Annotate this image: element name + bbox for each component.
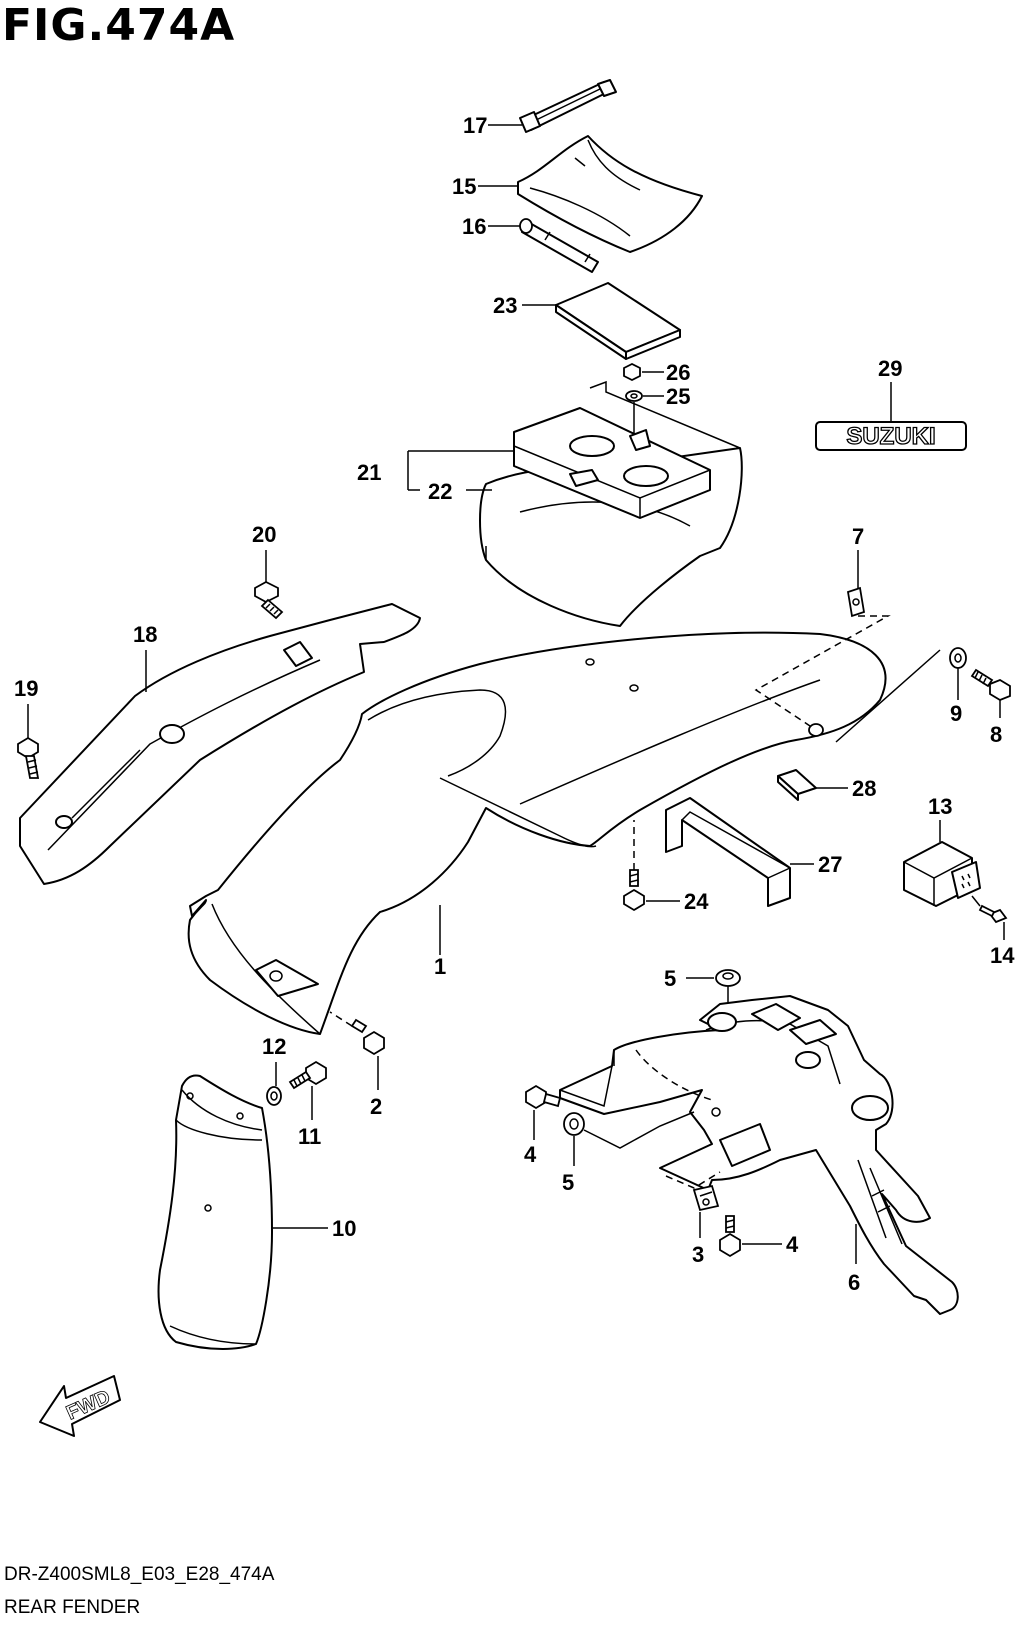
part-10-mud-flap[interactable] xyxy=(157,1074,273,1350)
caption: REAR FENDER xyxy=(4,1597,140,1618)
part-17-strap[interactable] xyxy=(519,79,617,133)
callout-1: 1 xyxy=(434,954,446,979)
callout-5a: 5 xyxy=(664,966,676,991)
callout-7: 7 xyxy=(852,524,864,549)
part-29-emblem[interactable]: SUZUKI xyxy=(815,421,967,451)
callout-26: 26 xyxy=(666,360,690,385)
part-6-bracket[interactable] xyxy=(559,995,959,1315)
callout-25: 25 xyxy=(666,384,690,409)
part-4-bolt-lower[interactable] xyxy=(719,1215,741,1258)
part-3-clip-nut[interactable] xyxy=(692,1184,720,1212)
callout-19: 19 xyxy=(14,676,38,701)
part-20-bolt[interactable] xyxy=(254,580,284,620)
callout-12: 12 xyxy=(262,1034,286,1059)
part-11-bolt[interactable] xyxy=(288,1060,327,1090)
model-code: DR-Z400SML8_E03_E28_474A xyxy=(4,1564,275,1585)
part-15-tool-bag[interactable] xyxy=(517,135,703,253)
callout-6: 6 xyxy=(848,1270,860,1295)
part-16-tool[interactable] xyxy=(519,218,599,273)
part-7-clip-nut[interactable] xyxy=(846,586,866,618)
part-9-washer[interactable] xyxy=(949,647,967,669)
callout-23: 23 xyxy=(493,293,517,318)
part-5-grommet-top[interactable] xyxy=(715,969,741,987)
part-2-bolt[interactable] xyxy=(350,1018,385,1056)
callout-21: 21 xyxy=(357,460,381,485)
part-5-collar[interactable] xyxy=(563,1112,585,1136)
callout-15: 15 xyxy=(452,174,476,199)
callout-17: 17 xyxy=(463,113,487,138)
figure-title: FIG.474A xyxy=(2,0,235,51)
fwd-arrow: FWD xyxy=(39,1375,121,1437)
part-1-rear-fender[interactable] xyxy=(187,631,887,1035)
callout-20: 20 xyxy=(252,522,276,547)
part-25-washer[interactable] xyxy=(625,390,643,402)
part-26-nut[interactable] xyxy=(623,362,641,382)
callout-28: 28 xyxy=(852,776,876,801)
part-19-screw[interactable] xyxy=(17,736,40,779)
emblem-text: SUZUKI xyxy=(846,423,935,450)
part-4-bolt-left[interactable] xyxy=(525,1084,562,1110)
callout-4a: 4 xyxy=(524,1142,537,1167)
part-27-grip[interactable] xyxy=(665,797,791,907)
part-8-bolt[interactable] xyxy=(970,668,1011,702)
callout-10: 10 xyxy=(332,1216,356,1241)
callout-22: 22 xyxy=(428,479,452,504)
callout-3: 3 xyxy=(692,1242,704,1267)
part-14-screw[interactable] xyxy=(978,904,1008,924)
part-24-bolt[interactable] xyxy=(623,869,645,912)
part-23-manual[interactable] xyxy=(555,282,681,360)
callout-14: 14 xyxy=(990,943,1015,968)
callout-2: 2 xyxy=(370,1094,382,1119)
callout-13: 13 xyxy=(928,794,952,819)
callout-16: 16 xyxy=(462,214,486,239)
part-21-tool-box[interactable] xyxy=(513,407,711,519)
callout-27: 27 xyxy=(818,852,842,877)
callout-11: 11 xyxy=(298,1124,321,1149)
callout-24: 24 xyxy=(684,889,709,914)
part-18-side-guard[interactable] xyxy=(19,603,421,885)
callout-4b: 4 xyxy=(786,1232,799,1257)
callout-5b: 5 xyxy=(562,1170,574,1195)
callout-18: 18 xyxy=(133,622,157,647)
callout-9: 9 xyxy=(950,701,962,726)
part-13-relay[interactable] xyxy=(903,841,981,907)
part-12-washer[interactable] xyxy=(266,1086,282,1106)
callout-29: 29 xyxy=(878,356,902,381)
callout-8: 8 xyxy=(990,722,1002,747)
part-28-pad[interactable] xyxy=(777,769,817,801)
